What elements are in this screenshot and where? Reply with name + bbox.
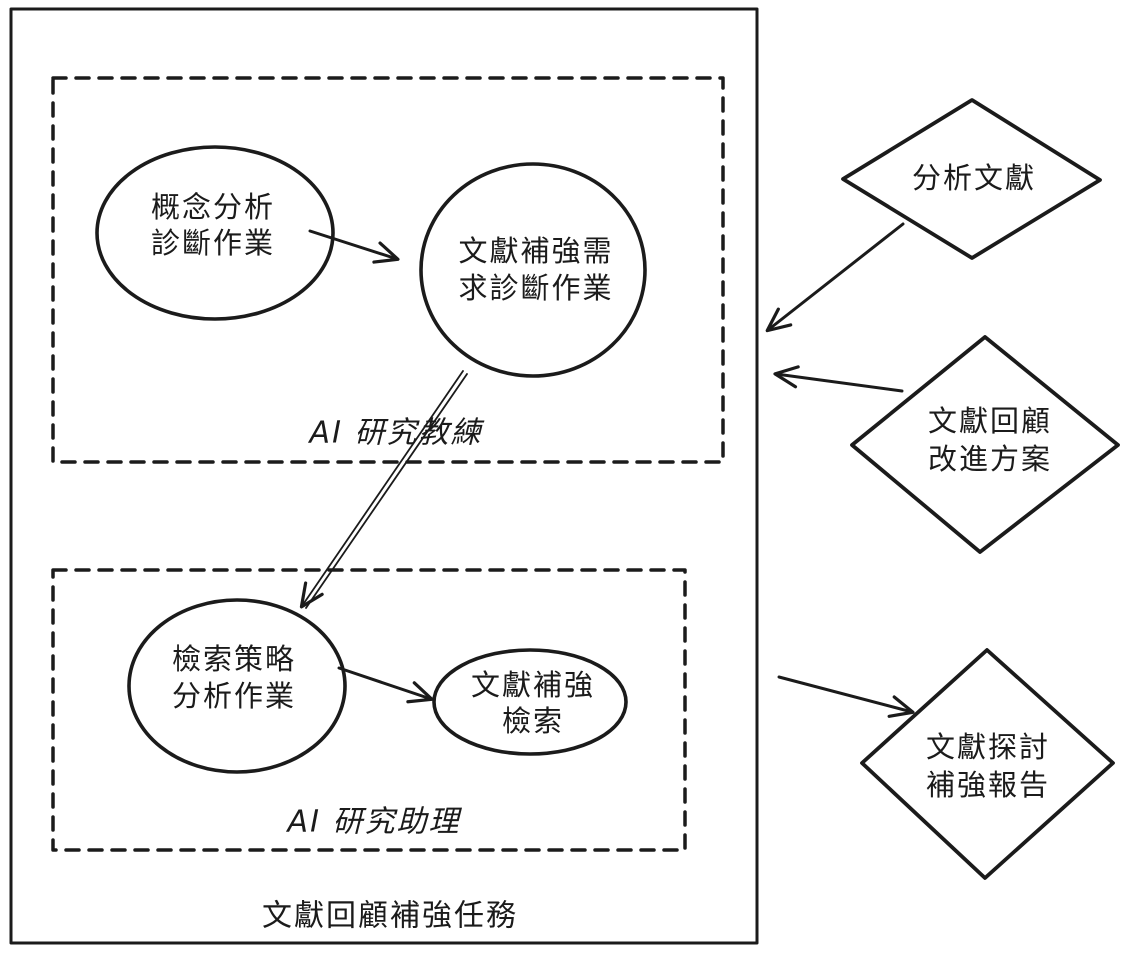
node-search-strategy [127, 598, 347, 774]
outer-task-box [9, 7, 759, 945]
node-needs-diagnosis-label-line1: 文獻補強需 [458, 234, 613, 268]
edge-analyze-literature-to-task-arrow [765, 222, 905, 333]
node-needs-diagnosis-label-line2: 求診斷作業 [458, 271, 613, 305]
edge-improvement-plan-to-task-arrow [773, 365, 904, 393]
node-concept-analysis-label-line1: 概念分析 [151, 190, 275, 224]
node-literature-search [432, 648, 628, 756]
edge-needs-to-strategy-arrow-sketch-stroke [305, 373, 468, 609]
artifact-improvement-plan-label-line2: 改進方案 [928, 442, 1052, 476]
edge-concept-to-needs-arrow [308, 229, 400, 264]
node-needs-diagnosis [419, 162, 647, 378]
artifact-analyze-literature-label: 分析文獻 [912, 161, 1036, 195]
artifact-enhancement-report [860, 648, 1115, 880]
node-search-strategy-label-line2: 分析作業 [172, 679, 296, 713]
node-concept-analysis [95, 145, 335, 321]
edge-strategy-to-search-arrow [337, 666, 434, 704]
artifact-enhancement-report-label-line1: 文獻探討 [926, 730, 1050, 764]
outer-task-box-label: 文獻回顧補強任務 [262, 899, 518, 934]
artifact-improvement-plan [850, 335, 1120, 554]
assistant-group-box [51, 568, 687, 852]
node-concept-analysis-label-line2: 診斷作業 [151, 226, 275, 260]
coach-group-box [51, 76, 725, 464]
artifact-enhancement-report-label-line2: 補強報告 [926, 768, 1050, 802]
artifact-analyze-literature [841, 98, 1102, 260]
coach-group-label: AI 研究教練 [308, 416, 485, 451]
edge-task-to-report-arrow [777, 675, 915, 718]
artifact-improvement-plan-label-line1: 文獻回顧 [928, 404, 1052, 438]
node-search-strategy-label-line1: 檢索策略 [172, 642, 296, 676]
node-literature-search-label-line1: 文獻補強 [471, 668, 595, 702]
edge-needs-to-strategy-arrow [299, 370, 464, 609]
assistant-group-label: AI 研究助理 [286, 805, 463, 840]
node-literature-search-label-line2: 檢索 [502, 704, 564, 738]
